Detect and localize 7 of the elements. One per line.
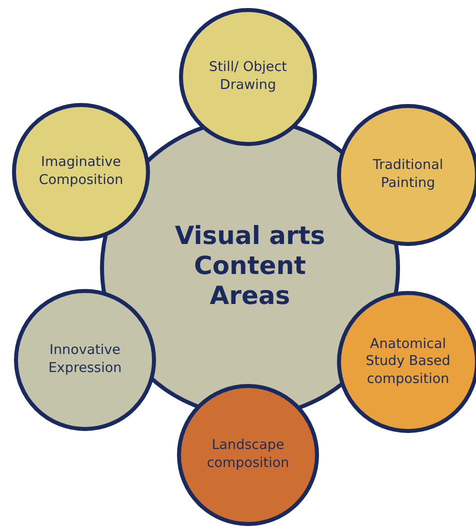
central-title: Visual arts Content Areas xyxy=(174,221,326,311)
topic-label: Landscape composition xyxy=(206,437,290,473)
topic-label: Traditional Painting xyxy=(372,157,444,193)
topic-label: Innovative Expression xyxy=(47,342,123,378)
topic-label: Still/ Object Drawing xyxy=(208,59,288,95)
topic-label: Anatomical Study Based composition xyxy=(364,336,452,388)
topic-label: Imaginative Composition xyxy=(38,154,124,190)
